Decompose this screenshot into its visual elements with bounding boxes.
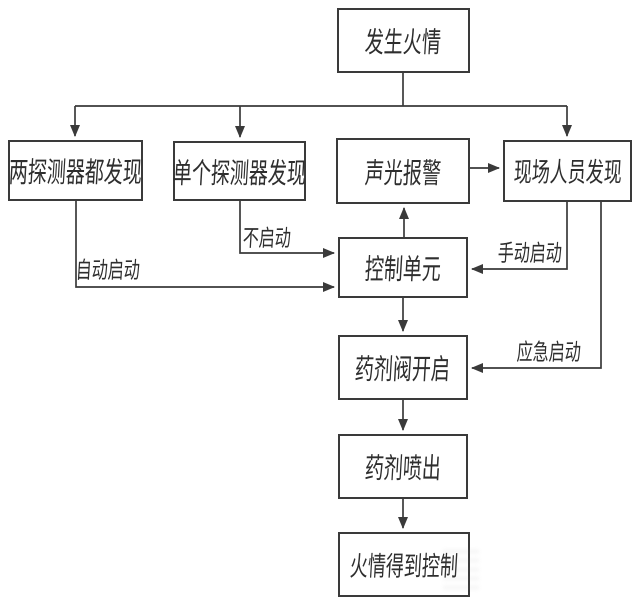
node-control-unit-label: 控制单元 xyxy=(363,254,442,287)
node-control-unit: 控制单元 xyxy=(338,237,468,298)
edge-label-auto-start: 自动启动 xyxy=(75,256,141,284)
node-sound-light-alarm: 声光报警 xyxy=(336,138,470,204)
edge-label-emergency-start-text: 应急启动 xyxy=(516,341,582,366)
node-agent-valve-open-label: 药剂阀开启 xyxy=(354,354,452,387)
edge-label-manual-start: 手动启动 xyxy=(497,239,563,267)
edge-label-no-start-text: 不启动 xyxy=(242,227,292,252)
node-agent-valve-open: 药剂阀开启 xyxy=(338,335,468,400)
node-fire-occurs-label: 发生火情 xyxy=(364,27,443,60)
faint-watermark xyxy=(443,550,479,594)
node-agent-spray-label: 药剂喷出 xyxy=(363,453,442,486)
edge-label-no-start: 不启动 xyxy=(242,224,292,252)
node-single-detector-label: 单个探测器发现 xyxy=(171,158,307,190)
edge-label-manual-start-text: 手动启动 xyxy=(497,242,563,267)
node-both-detectors-label: 两探测器都发现 xyxy=(7,157,143,190)
node-agent-spray: 药剂喷出 xyxy=(338,434,468,499)
node-both-detectors-detect: 两探测器都发现 xyxy=(8,140,143,201)
node-fire-occurs: 发生火情 xyxy=(337,8,470,73)
node-personnel-label: 现场人员发现 xyxy=(512,157,623,188)
edge-label-auto-start-text: 自动启动 xyxy=(75,259,141,284)
node-personnel-detect: 现场人员发现 xyxy=(503,140,632,202)
node-sound-light-alarm-label: 声光报警 xyxy=(363,158,442,190)
edge-label-emergency-start: 应急启动 xyxy=(516,338,582,366)
node-fire-controlled: 火情得到控制 xyxy=(338,532,470,597)
node-single-detector-detects: 单个探测器发现 xyxy=(171,141,307,201)
